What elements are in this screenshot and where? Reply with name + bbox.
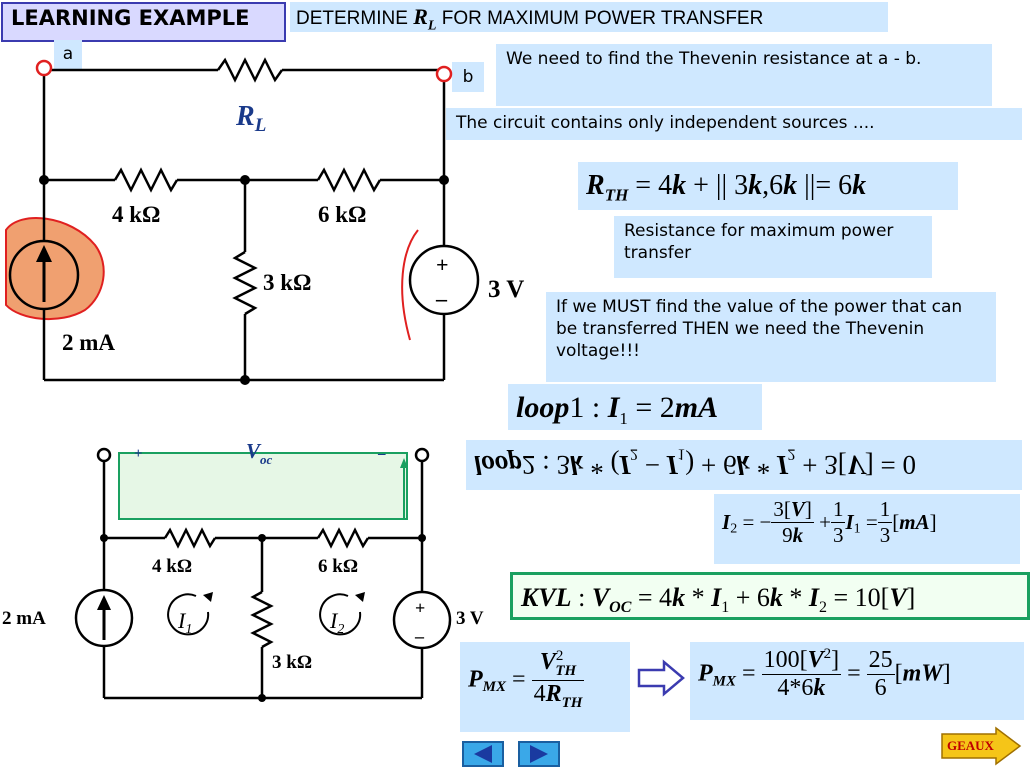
triangle-right-icon [530, 745, 548, 763]
resistor-3k [232, 250, 258, 316]
note-thevenin-voltage: If we MUST find the value of the power t… [546, 292, 996, 382]
vsrc-minus: – [414, 626, 425, 646]
triangle-left-icon [474, 745, 492, 763]
resistor-6k-2 [316, 527, 370, 549]
learning-example-tag: LEARNING EXAMPLE [1, 2, 286, 42]
label-3k: 3 kΩ [263, 270, 311, 295]
next-slide-button[interactable] [518, 741, 560, 767]
equation-loop2: loop2 : 3k * (I2 − I1) + 6k * I2 + 3[V] … [466, 440, 1022, 490]
voc-terminal-right [414, 447, 430, 463]
loop-current-i2-icon [319, 593, 362, 636]
label-3v: 3 V [488, 276, 524, 303]
equation-kvl: KVL : VOC = 4k * I1 + 6k * I2 = 10[V] [510, 572, 1030, 620]
label-3k-2: 3 kΩ [272, 652, 312, 673]
terminal-b-label: b [452, 62, 484, 92]
title-variable: R [413, 4, 428, 29]
geaux-arrow-icon [941, 726, 1022, 766]
voc-plus: + [134, 446, 143, 462]
voltage-source-highlight [401, 229, 419, 341]
resistor-4k-2 [163, 527, 217, 549]
voc-terminal-left [96, 447, 112, 463]
page-title: DETERMINE RL FOR MAXIMUM POWER TRANSFER [290, 2, 888, 34]
label-2ma: 2 mA [62, 330, 115, 355]
title-prefix: DETERMINE [296, 8, 408, 29]
terminal-b-node [435, 65, 453, 83]
plus-sign: + [436, 252, 449, 277]
rl-label: RL [235, 101, 266, 136]
resistor-rl [216, 57, 284, 83]
circuit-diagram-1: RL 4 kΩ 6 kΩ 3 kΩ 2 mA 3 V + – [5, 57, 524, 385]
geaux-label: GEAUX [947, 738, 994, 753]
label-4k: 4 kΩ [112, 202, 160, 227]
voc-label: Voc [246, 439, 273, 467]
title-suffix: FOR MAXIMUM POWER TRANSFER [441, 8, 764, 29]
note-thevenin-resistance: We need to find the Thevenin resistance … [496, 44, 992, 106]
voc-highlight-box [118, 452, 408, 520]
label-3v-2: 3 V [456, 608, 484, 629]
note-independent-sources: The circuit contains only independent so… [446, 108, 1022, 140]
title-subscript: L [427, 18, 437, 34]
current-arrow-up-icon-2 [97, 595, 111, 610]
voc-minus: – [377, 446, 386, 462]
previous-slide-button[interactable] [462, 741, 504, 767]
circuit-diagram-2: + Voc – 4 kΩ 6 kΩ 3 kΩ 2 mA 3 V I1 I2 + … [2, 439, 484, 702]
learning-example-label: LEARNING EXAMPLE [11, 6, 250, 30]
terminal-a-label: a [54, 40, 82, 70]
label-6k: 6 kΩ [318, 202, 366, 227]
resistor-3k-2 [250, 590, 274, 649]
label-6k-2: 6 kΩ [318, 556, 358, 577]
label-2ma-2: 2 mA [2, 608, 46, 629]
label-4k-2: 4 kΩ [152, 556, 192, 577]
label-i2: I2 [329, 608, 344, 637]
implies-arrow-icon [637, 659, 685, 697]
terminal-a-node [35, 59, 53, 77]
geaux-button[interactable]: GEAUX [940, 726, 1022, 766]
vsrc-plus: + [415, 598, 425, 618]
note-max-power-resistance: Resistance for maximum power transfer [614, 216, 932, 278]
resistor-6k [316, 167, 382, 193]
minus-sign: – [435, 286, 448, 311]
equation-loop1: loop1 : I1 = 2mA [508, 384, 762, 430]
loop-current-i1-icon [167, 593, 210, 636]
resistor-4k [113, 167, 179, 193]
equation-rth: RTH = 4k + || 3k,6k ||= 6k [578, 162, 958, 210]
label-i1: I1 [177, 608, 192, 637]
current-source-highlight [5, 217, 105, 321]
current-arrow-up-icon [36, 245, 52, 262]
